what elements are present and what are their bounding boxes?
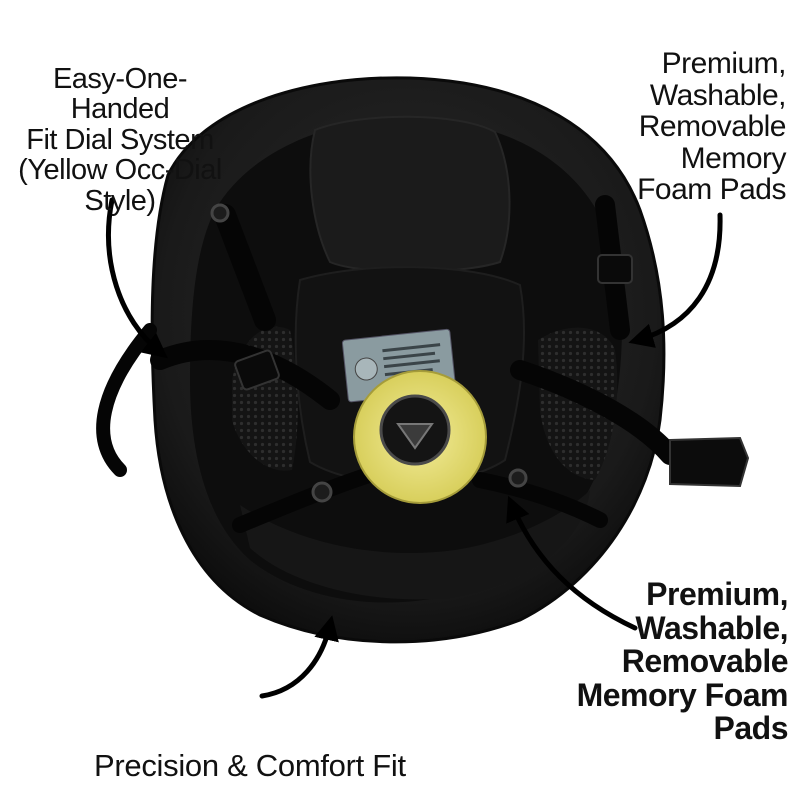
callout-foam-pads-top: Premium, Washable, Removable Memory Foam…: [637, 47, 786, 206]
callout-dial-system: Easy-One-Handed Fit Dial System (Yellow …: [18, 63, 222, 217]
strap-left-upper: [214, 204, 276, 331]
mesh-pad-right: [538, 327, 618, 480]
callout-arrows: [106, 197, 723, 699]
buckle-left: [234, 349, 280, 391]
caption-precision-fit: Precision & Comfort Fit: [94, 748, 406, 783]
arrow-brow: [259, 615, 339, 699]
fit-dial: [353, 370, 487, 504]
arrow-dial: [106, 197, 168, 359]
eyelet: [508, 468, 528, 488]
arrow-pads-bottom: [506, 495, 638, 631]
foam-pad-top: [309, 115, 511, 273]
fit-dial-triangle-icon: [396, 423, 434, 450]
buckle-right: [597, 254, 633, 284]
straps: [96, 195, 680, 533]
eyelet: [210, 203, 230, 223]
arrow-pads-top: [628, 212, 723, 348]
callout-foam-pads-bottom: Premium, Washable, Removable Memory Foam…: [576, 576, 789, 747]
strap-left-hang: [96, 323, 157, 477]
foam-pad-brow: [240, 490, 590, 600]
buckle-side-clip: [669, 436, 750, 488]
strap-left-cross: [150, 340, 340, 410]
strap-lower-right: [472, 472, 608, 528]
helmet: [96, 76, 750, 644]
eyelet: [311, 481, 333, 503]
strap-right-cross: [510, 360, 680, 465]
